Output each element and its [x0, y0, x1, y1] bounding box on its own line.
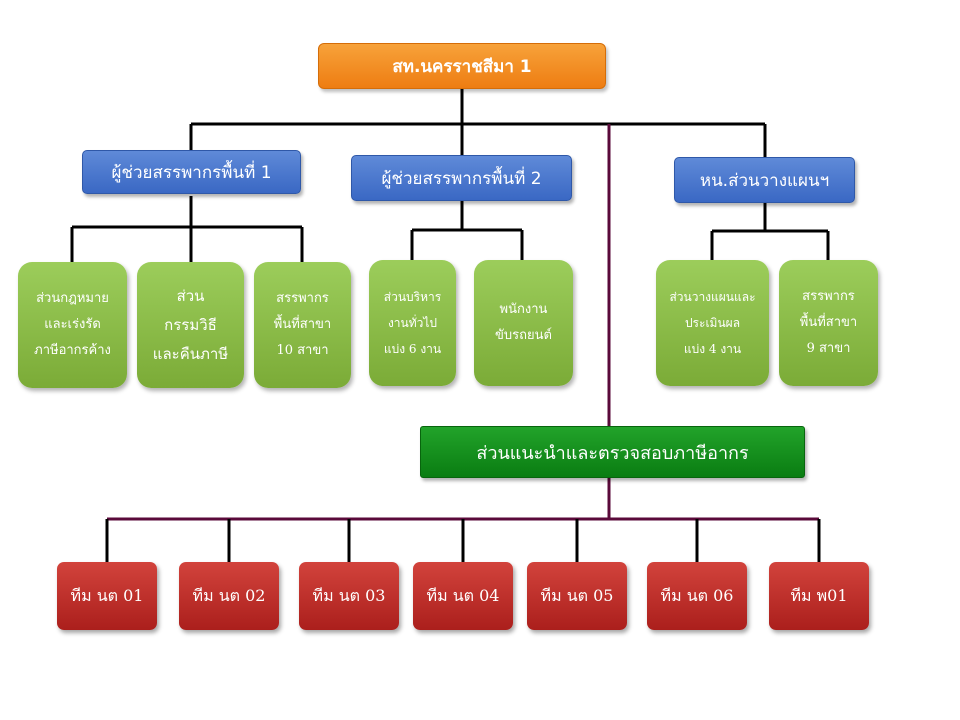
root-office-box: สท.นครราชสีมา 1 [318, 43, 606, 89]
unit-admin-label: ส่วนบริหาร งานทั่วไป แบ่ง 6 งาน [383, 290, 442, 356]
planning-head-box: หน.ส่วนวางแผนฯ [674, 157, 855, 203]
area2-assistant-label: ผู้ช่วยสรรพากรพื้นที่ 2 [381, 168, 542, 189]
team-label-4: ทีม นต 04 [426, 585, 500, 605]
area1-assistant-box: ผู้ช่วยสรรพากรพื้นที่ 1 [82, 150, 301, 194]
team-label-1: ทีม นต 01 [70, 585, 144, 605]
area2-assistant-box: ผู้ช่วยสรรพากรพื้นที่ 2 [351, 155, 572, 201]
team-label-5: ทีม นต 05 [540, 585, 614, 605]
unit-legal-box: ส่วนกฎหมาย และเร่งรัด ภาษีอากรค้าง [18, 262, 127, 388]
unit-branches-10-label: สรรพากร พื้นที่สาขา 10 สาขา [273, 291, 332, 358]
team-box-1: ทีม นต 01 [57, 562, 157, 630]
unit-branches-9-box: สรรพากร พื้นที่สาขา 9 สาขา [779, 260, 878, 386]
planning-head-label: หน.ส่วนวางแผนฯ [699, 170, 830, 191]
team-box-4: ทีม นต 04 [413, 562, 513, 630]
team-box-6: ทีม นต 06 [647, 562, 747, 630]
unit-planning-eval-box: ส่วนวางแผนและ ประเมินผล แบ่ง 4 งาน [656, 260, 769, 386]
team-box-5: ทีม นต 05 [527, 562, 627, 630]
team-label-3: ทีม นต 03 [312, 585, 386, 605]
unit-branches-9-label: สรรพากร พื้นที่สาขา 9 สาขา [799, 289, 858, 356]
unit-legal-label: ส่วนกฎหมาย และเร่งรัด ภาษีอากรค้าง [34, 291, 111, 358]
unit-process-box: ส่วน กรรมวิธี และคืนภาษี [137, 262, 244, 388]
area1-assistant-label: ผู้ช่วยสรรพากรพื้นที่ 1 [111, 162, 272, 183]
unit-branches-10-box: สรรพากร พื้นที่สาขา 10 สาขา [254, 262, 351, 388]
team-box-7: ทีม พ01 [769, 562, 869, 630]
team-box-3: ทีม นต 03 [299, 562, 399, 630]
unit-admin-box: ส่วนบริหาร งานทั่วไป แบ่ง 6 งาน [369, 260, 456, 386]
team-label-6: ทีม นต 06 [660, 585, 734, 605]
team-label-2: ทีม นต 02 [192, 585, 266, 605]
team-box-2: ทีม นต 02 [179, 562, 279, 630]
team-label-7: ทีม พ01 [790, 585, 848, 605]
root-office-label: สท.นครราชสีมา 1 [392, 56, 532, 77]
unit-planning-eval-label: ส่วนวางแผนและ ประเมินผล แบ่ง 4 งาน [669, 290, 756, 356]
unit-process-label: ส่วน กรรมวิธี และคืนภาษี [152, 286, 229, 363]
advisory-section-label: ส่วนแนะนำและตรวจสอบภาษีอากร [476, 442, 749, 464]
unit-driver-label: พนักงาน ขับรถยนต์ [495, 302, 552, 343]
unit-driver-box: พนักงาน ขับรถยนต์ [474, 260, 573, 386]
advisory-section-box: ส่วนแนะนำและตรวจสอบภาษีอากร [420, 426, 805, 478]
